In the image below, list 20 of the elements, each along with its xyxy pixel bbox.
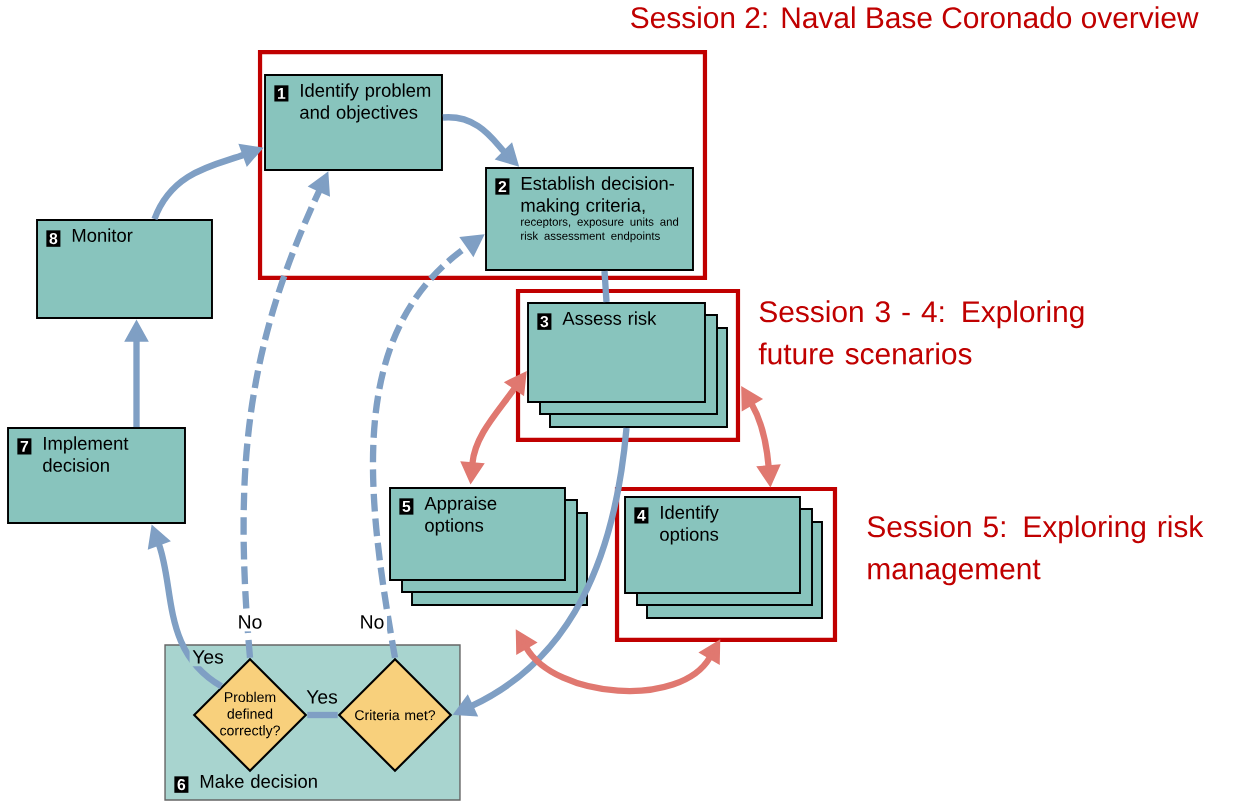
- node-label: Session 2: Naval Base Coronado overview: [631, 6, 1199, 29]
- node-label: 5: [402, 500, 411, 513]
- stacked-process-box: 3 Assess risk: [527, 302, 728, 428]
- node-label: Assess risk: [562, 311, 657, 325]
- connector-line: [307, 711, 338, 719]
- edge-label: No: [357, 612, 387, 632]
- process-box: 2 Establish decision-making criteria, receptors, exposure units and risk assessment endpoints: [485, 167, 694, 271]
- node-label: 3: [540, 315, 549, 328]
- process-box: 1 Identify problem and objectives: [264, 74, 443, 171]
- node-label: Session 5: Exploring risk management: [867, 515, 1204, 586]
- edge-label: No: [235, 612, 265, 632]
- stacked-process-box: 5 Appraise options: [389, 487, 588, 606]
- process-box: 7 Implement decision: [7, 427, 186, 524]
- process-box: 8 Monitor: [36, 219, 213, 319]
- stacked-process-box: 4 Identify options: [624, 496, 823, 619]
- node-label: 4: [637, 509, 646, 521]
- connector-line: [601, 270, 610, 303]
- node-label: Identify: [661, 505, 719, 523]
- node-label: Appraise: [424, 496, 497, 514]
- node-label: Session 3 - 4: Exploring future scenarios: [758, 300, 1084, 365]
